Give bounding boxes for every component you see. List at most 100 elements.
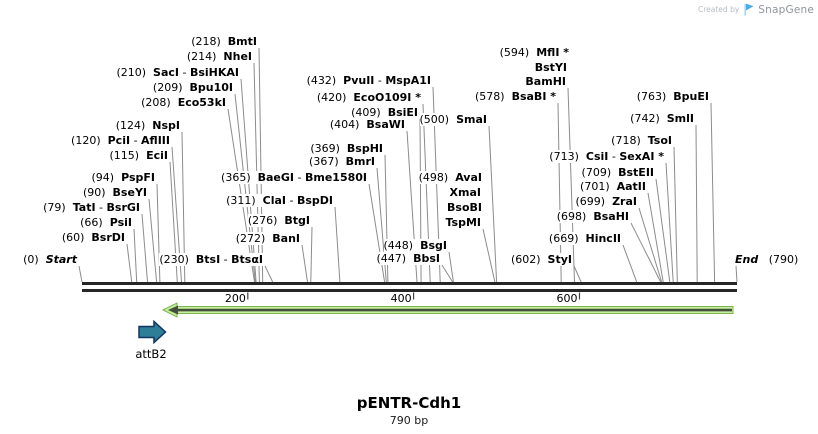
label-text: PspFI <box>121 171 155 184</box>
enzyme-label[interactable]: (718) TsoI <box>611 134 672 147</box>
site-connector-line <box>638 207 663 283</box>
enzyme-label[interactable]: (209) Bpu10I <box>152 81 234 94</box>
label-text: BstEII <box>618 166 654 179</box>
map-title: pENTR-Cdh1 <box>356 394 462 412</box>
enzyme-label[interactable]: (669) HincII <box>548 232 621 245</box>
label-text: (698) <box>556 210 594 223</box>
enzyme-label[interactable]: (498) AvaI <box>418 171 482 184</box>
label-text: SexAI * <box>619 150 664 163</box>
label-text: XmaI <box>449 186 481 199</box>
label-text: AflIII <box>141 134 170 147</box>
enzyme-label[interactable]: (594) MflI * <box>499 46 569 59</box>
label-text: (578) <box>475 90 512 103</box>
site-connector-line <box>156 183 161 283</box>
enzyme-label[interactable]: (763) BpuEI <box>636 90 709 103</box>
label-text: (79) <box>43 201 73 214</box>
label-text: BsaWI <box>366 118 405 131</box>
label-text: (90) <box>82 186 113 199</box>
label-text: BanI <box>272 232 300 245</box>
site-connector-line <box>301 244 308 283</box>
enzyme-label[interactable]: (367) BmrI <box>309 155 375 168</box>
enzyme-label[interactable]: XmaI <box>449 186 481 199</box>
enzyme-label[interactable]: (709) BstEII <box>581 166 654 179</box>
attb2-arrow[interactable] <box>138 319 167 345</box>
label-text: (66) <box>80 216 110 229</box>
enzyme-label[interactable]: (218) BmtI <box>191 35 257 48</box>
enzyme-label[interactable]: (311) ClaI - BspDI <box>226 194 333 207</box>
enzyme-label[interactable]: (448) BsgI <box>383 239 447 252</box>
label-text: Bpu10I <box>189 81 234 94</box>
enzyme-label[interactable]: (409) BsiEI <box>351 106 418 119</box>
primer-arrow-core <box>168 305 732 315</box>
site-connector-line <box>310 226 313 283</box>
enzyme-label[interactable]: (66) PsiI <box>80 216 132 229</box>
enzyme-label[interactable]: (432) PvuII - MspA1I <box>306 74 431 87</box>
enzyme-label[interactable]: (60) BsrDI <box>61 231 125 244</box>
enzyme-label[interactable]: (713) CsiI - SexAI * <box>549 150 664 163</box>
enzyme-label[interactable]: TspMI <box>445 216 481 229</box>
label-text: (369) <box>310 142 347 155</box>
label-text: (500) <box>419 113 457 126</box>
enzyme-label[interactable]: (79) TatI - BsrGI <box>43 201 140 214</box>
enzyme-label[interactable]: (208) Eco53kI <box>141 96 226 109</box>
enzyme-label[interactable]: (115) EciI <box>109 149 168 162</box>
label-text: BsgI <box>420 239 447 252</box>
enzyme-label[interactable]: (447) BbsI <box>376 252 440 265</box>
label-text: (701) <box>580 180 617 193</box>
label-text: BseYI <box>112 186 147 199</box>
label-text: BsoBI <box>447 201 482 214</box>
label-text: BspHI <box>346 142 383 155</box>
label-text: BpuEI <box>673 90 709 103</box>
label-text: (669) <box>548 232 586 245</box>
enzyme-label[interactable]: BstYI <box>534 61 567 74</box>
enzyme-label[interactable]: (699) ZraI <box>575 195 637 208</box>
label-text: PvuII <box>343 74 375 87</box>
label-text: - <box>286 194 297 207</box>
site-connector-line <box>567 87 575 283</box>
enzyme-label[interactable]: (276) BtgI <box>247 214 310 227</box>
label-text: (420) <box>316 91 354 104</box>
label-text: (276) <box>247 214 285 227</box>
label-text: Bme1580I <box>304 171 367 184</box>
enzyme-label[interactable]: (124) NspI <box>115 119 180 132</box>
label-text: Eco53kI <box>177 96 226 109</box>
enzyme-label[interactable]: (578) BsaBI * <box>475 90 556 103</box>
label-text: SmaI <box>456 113 487 126</box>
label-text: BsaBI * <box>511 90 556 103</box>
site-connector-line <box>133 228 138 283</box>
label-text: - <box>178 66 190 79</box>
enzyme-label[interactable]: (701) AatII <box>580 180 646 193</box>
enzyme-label[interactable]: (214) NheI <box>186 50 252 63</box>
enzyme-label[interactable]: (404) BsaWI <box>329 118 405 131</box>
enzyme-label[interactable]: (90) BseYI <box>82 186 147 199</box>
enzyme-label[interactable]: (698) BsaHI <box>556 210 629 223</box>
enzyme-label[interactable]: (420) EcoO109I * <box>316 91 421 104</box>
label-text: (230) <box>159 253 196 266</box>
label-text: (94) <box>91 171 122 184</box>
enzyme-label[interactable]: (272) BanI <box>235 232 300 245</box>
label-text: (209) <box>152 81 190 94</box>
enzyme-label[interactable]: (602) StyI <box>510 253 572 266</box>
enzyme-label[interactable]: (365) BaeGI - Bme1580I <box>221 171 367 184</box>
label-text: BamHI <box>525 75 566 88</box>
label-text: (218) <box>191 35 228 48</box>
label-text: EciI <box>146 149 168 162</box>
site-connector-line <box>141 213 148 283</box>
site-connector-line <box>488 125 498 283</box>
site-connector-line <box>482 228 496 283</box>
enzyme-label[interactable]: (742) SmlI <box>630 112 694 125</box>
site-connector-line <box>148 198 158 283</box>
enzyme-label[interactable]: (500) SmaI <box>419 113 487 126</box>
enzyme-label[interactable]: BsoBI <box>447 201 482 214</box>
label-text: End <box>735 253 759 266</box>
enzyme-label[interactable]: (94) PspFI <box>91 171 155 184</box>
label-text: BsaHI <box>593 210 629 223</box>
enzyme-label[interactable]: BamHI <box>525 75 566 88</box>
label-text: BsrGI <box>106 201 140 214</box>
enzyme-label[interactable]: (120) PciI - AflIII <box>71 134 170 147</box>
enzyme-label[interactable]: (210) SacI - BsiHKAI <box>116 66 239 79</box>
label-text: - <box>294 171 305 184</box>
enzyme-label[interactable]: (369) BspHI <box>310 142 383 155</box>
enzyme-label[interactable]: (230) BtsI - BtsαI <box>159 253 263 266</box>
